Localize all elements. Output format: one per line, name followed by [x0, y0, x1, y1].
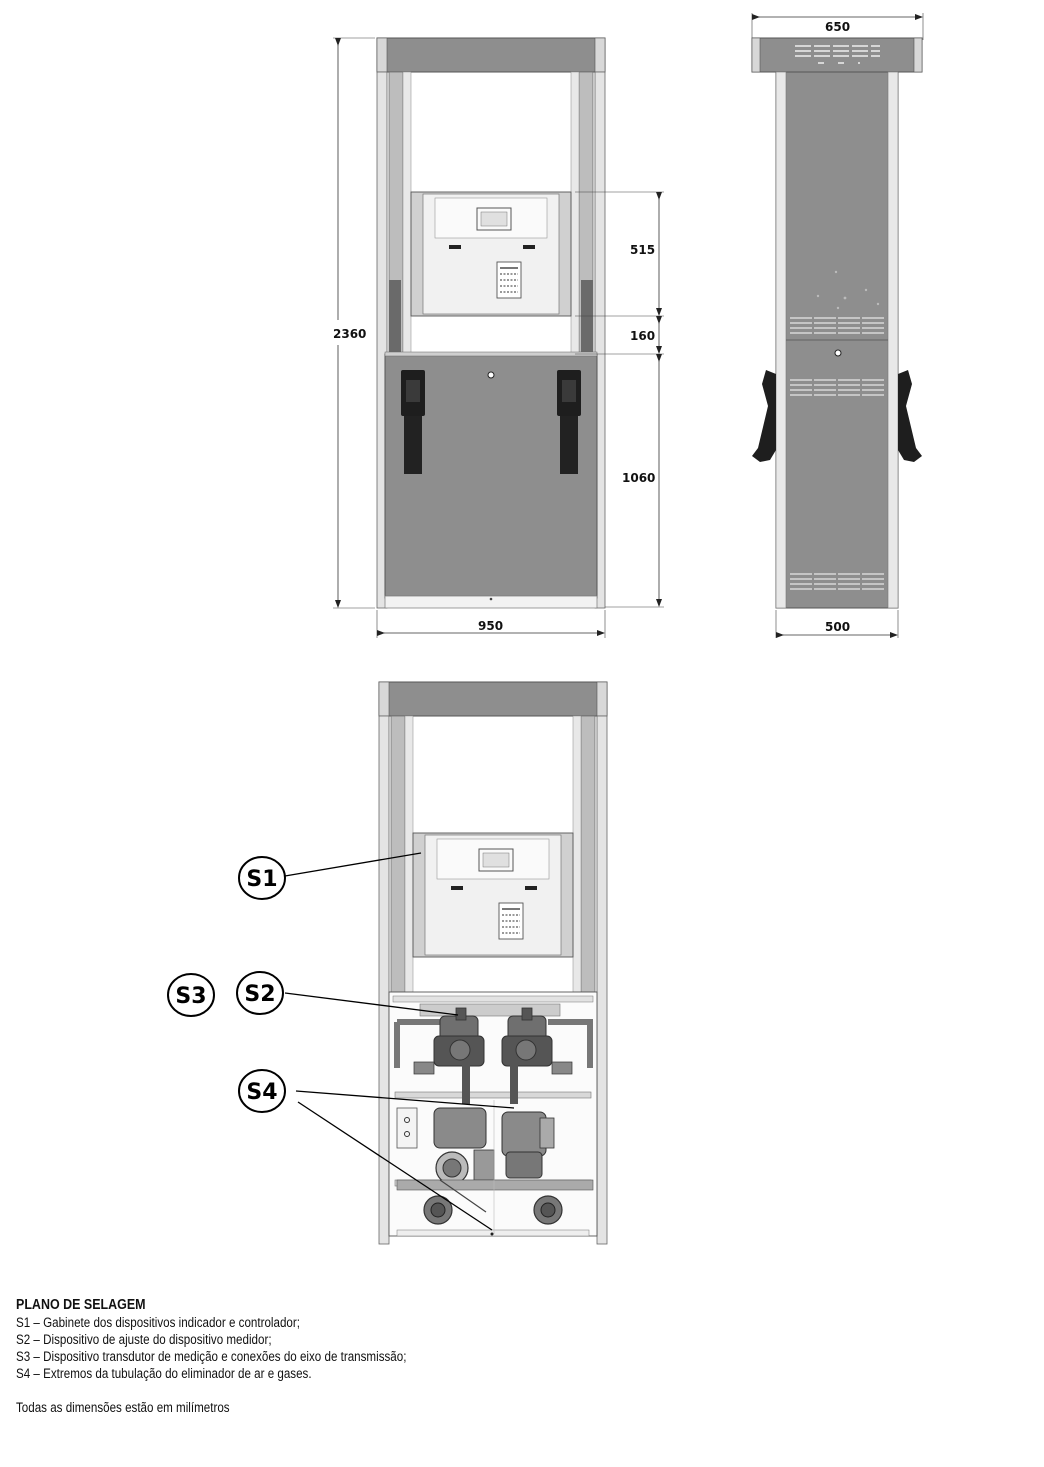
callout-s2-label: S2 — [244, 982, 275, 1007]
dim-display-box: 515 — [630, 243, 655, 257]
legend-spacer — [16, 1382, 790, 1399]
meter-left — [433, 1007, 485, 1104]
callout-s2: S2 — [236, 971, 284, 1015]
callout-s4: S4 — [238, 1069, 286, 1113]
legend-item-s3: S3 – Dispositivo transdutor de medição e… — [16, 1349, 407, 1364]
front-right-column — [594, 71, 606, 609]
side-nozzle-right — [898, 370, 922, 462]
front-view: 2360 515 160 1060 950 — [333, 37, 664, 638]
callout-s3: S3 — [167, 973, 215, 1017]
dim-width: 950 — [478, 619, 503, 633]
side-view: 650 — [751, 13, 924, 638]
fitting-right — [533, 1195, 563, 1225]
seal-canopy — [378, 681, 608, 717]
legend-item-s4: S4 – Extremos da tubulação do eliminador… — [16, 1366, 312, 1381]
legend-item-s1: S1 – Gabinete dos dispositivos indicador… — [16, 1315, 300, 1330]
seal-view: S1 S3 S2 S4 — [167, 681, 608, 1245]
hydraulic-section — [388, 991, 598, 1237]
callout-s1-label: S1 — [246, 867, 277, 892]
legend-title: PLANO DE SELAGEM — [16, 1297, 146, 1313]
side-nozzle-left — [752, 370, 776, 462]
front-nozzle-right — [557, 370, 581, 474]
pump-right — [501, 1111, 555, 1179]
meter-right — [501, 1007, 553, 1104]
front-nozzle-left — [401, 370, 425, 474]
dim-base-width: 500 — [825, 620, 850, 634]
units-note: Todas as dimensões estão em milímetros — [16, 1400, 230, 1415]
dim-lower-cabinet: 1060 — [622, 471, 655, 485]
legend-item-s2: S2 – Dispositivo de ajuste do dispositiv… — [16, 1332, 272, 1347]
dim-gap: 160 — [630, 329, 655, 343]
front-canopy — [376, 37, 606, 73]
callout-s4-label: S4 — [246, 1080, 277, 1105]
fitting-left — [423, 1195, 453, 1225]
seal-plan-legend: PLANO DE SELAGEM S1 – Gabinete dos dispo… — [16, 1297, 790, 1416]
callout-s1: S1 — [238, 856, 286, 900]
front-left-column — [376, 71, 388, 609]
dim-total-height: 2360 — [333, 327, 366, 341]
pump-left — [433, 1107, 495, 1185]
callout-s3-label: S3 — [175, 984, 206, 1009]
side-canopy — [751, 37, 923, 73]
dim-top-width: 650 — [825, 20, 850, 34]
